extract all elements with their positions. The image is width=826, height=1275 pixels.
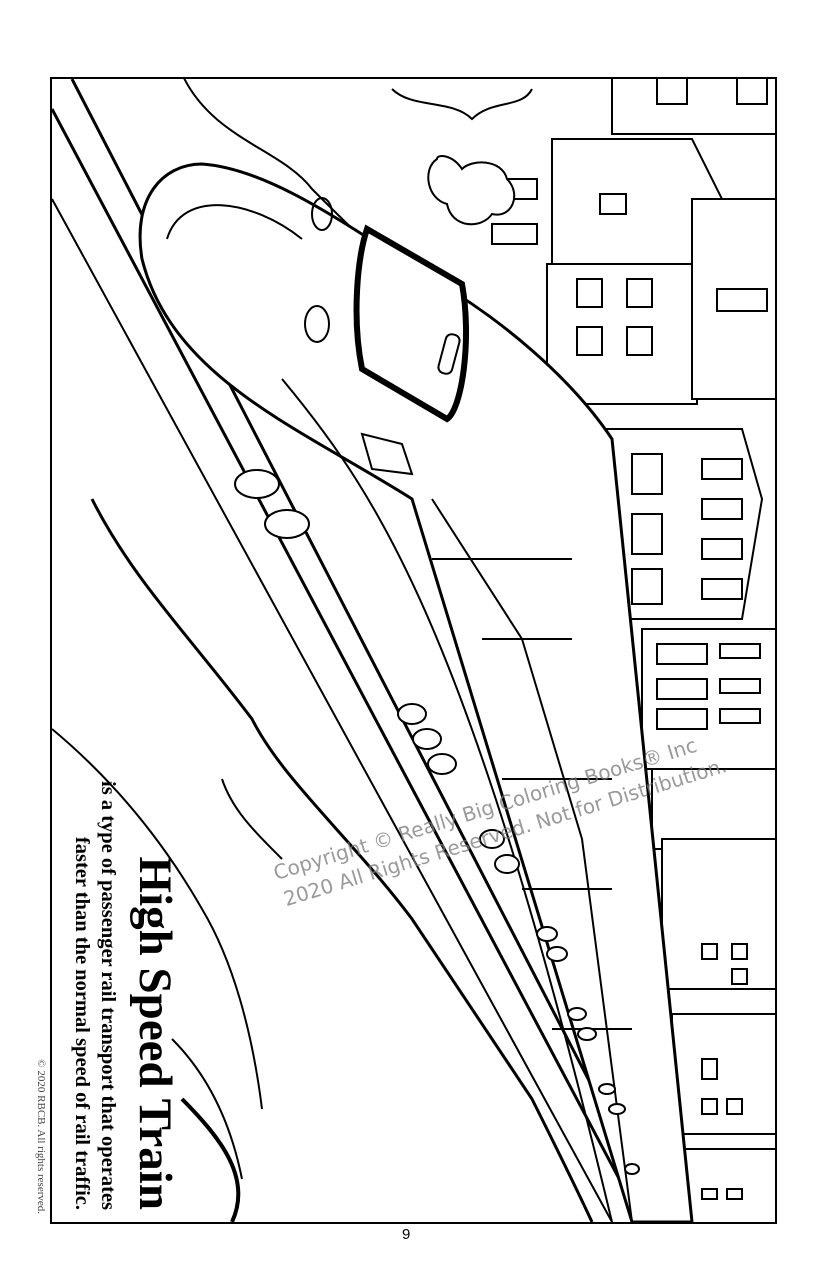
- caption-block: High Speed Train is a type of passenger …: [20, 598, 181, 1214]
- buildings: [491, 79, 775, 1222]
- page-title: High Speed Train: [129, 856, 181, 1210]
- copyright-notice: © 2020 RBCB. All rights reserved.: [35, 1059, 47, 1214]
- train-line-art: [52, 79, 775, 1222]
- page-number: 9: [402, 1226, 411, 1243]
- description-line-2: faster than the normal speed of rail tra…: [71, 836, 93, 1210]
- train-wheels: [234, 469, 640, 1175]
- description-line-1: is a type of passenger rail transport th…: [97, 781, 119, 1210]
- illustration-frame: [50, 77, 777, 1224]
